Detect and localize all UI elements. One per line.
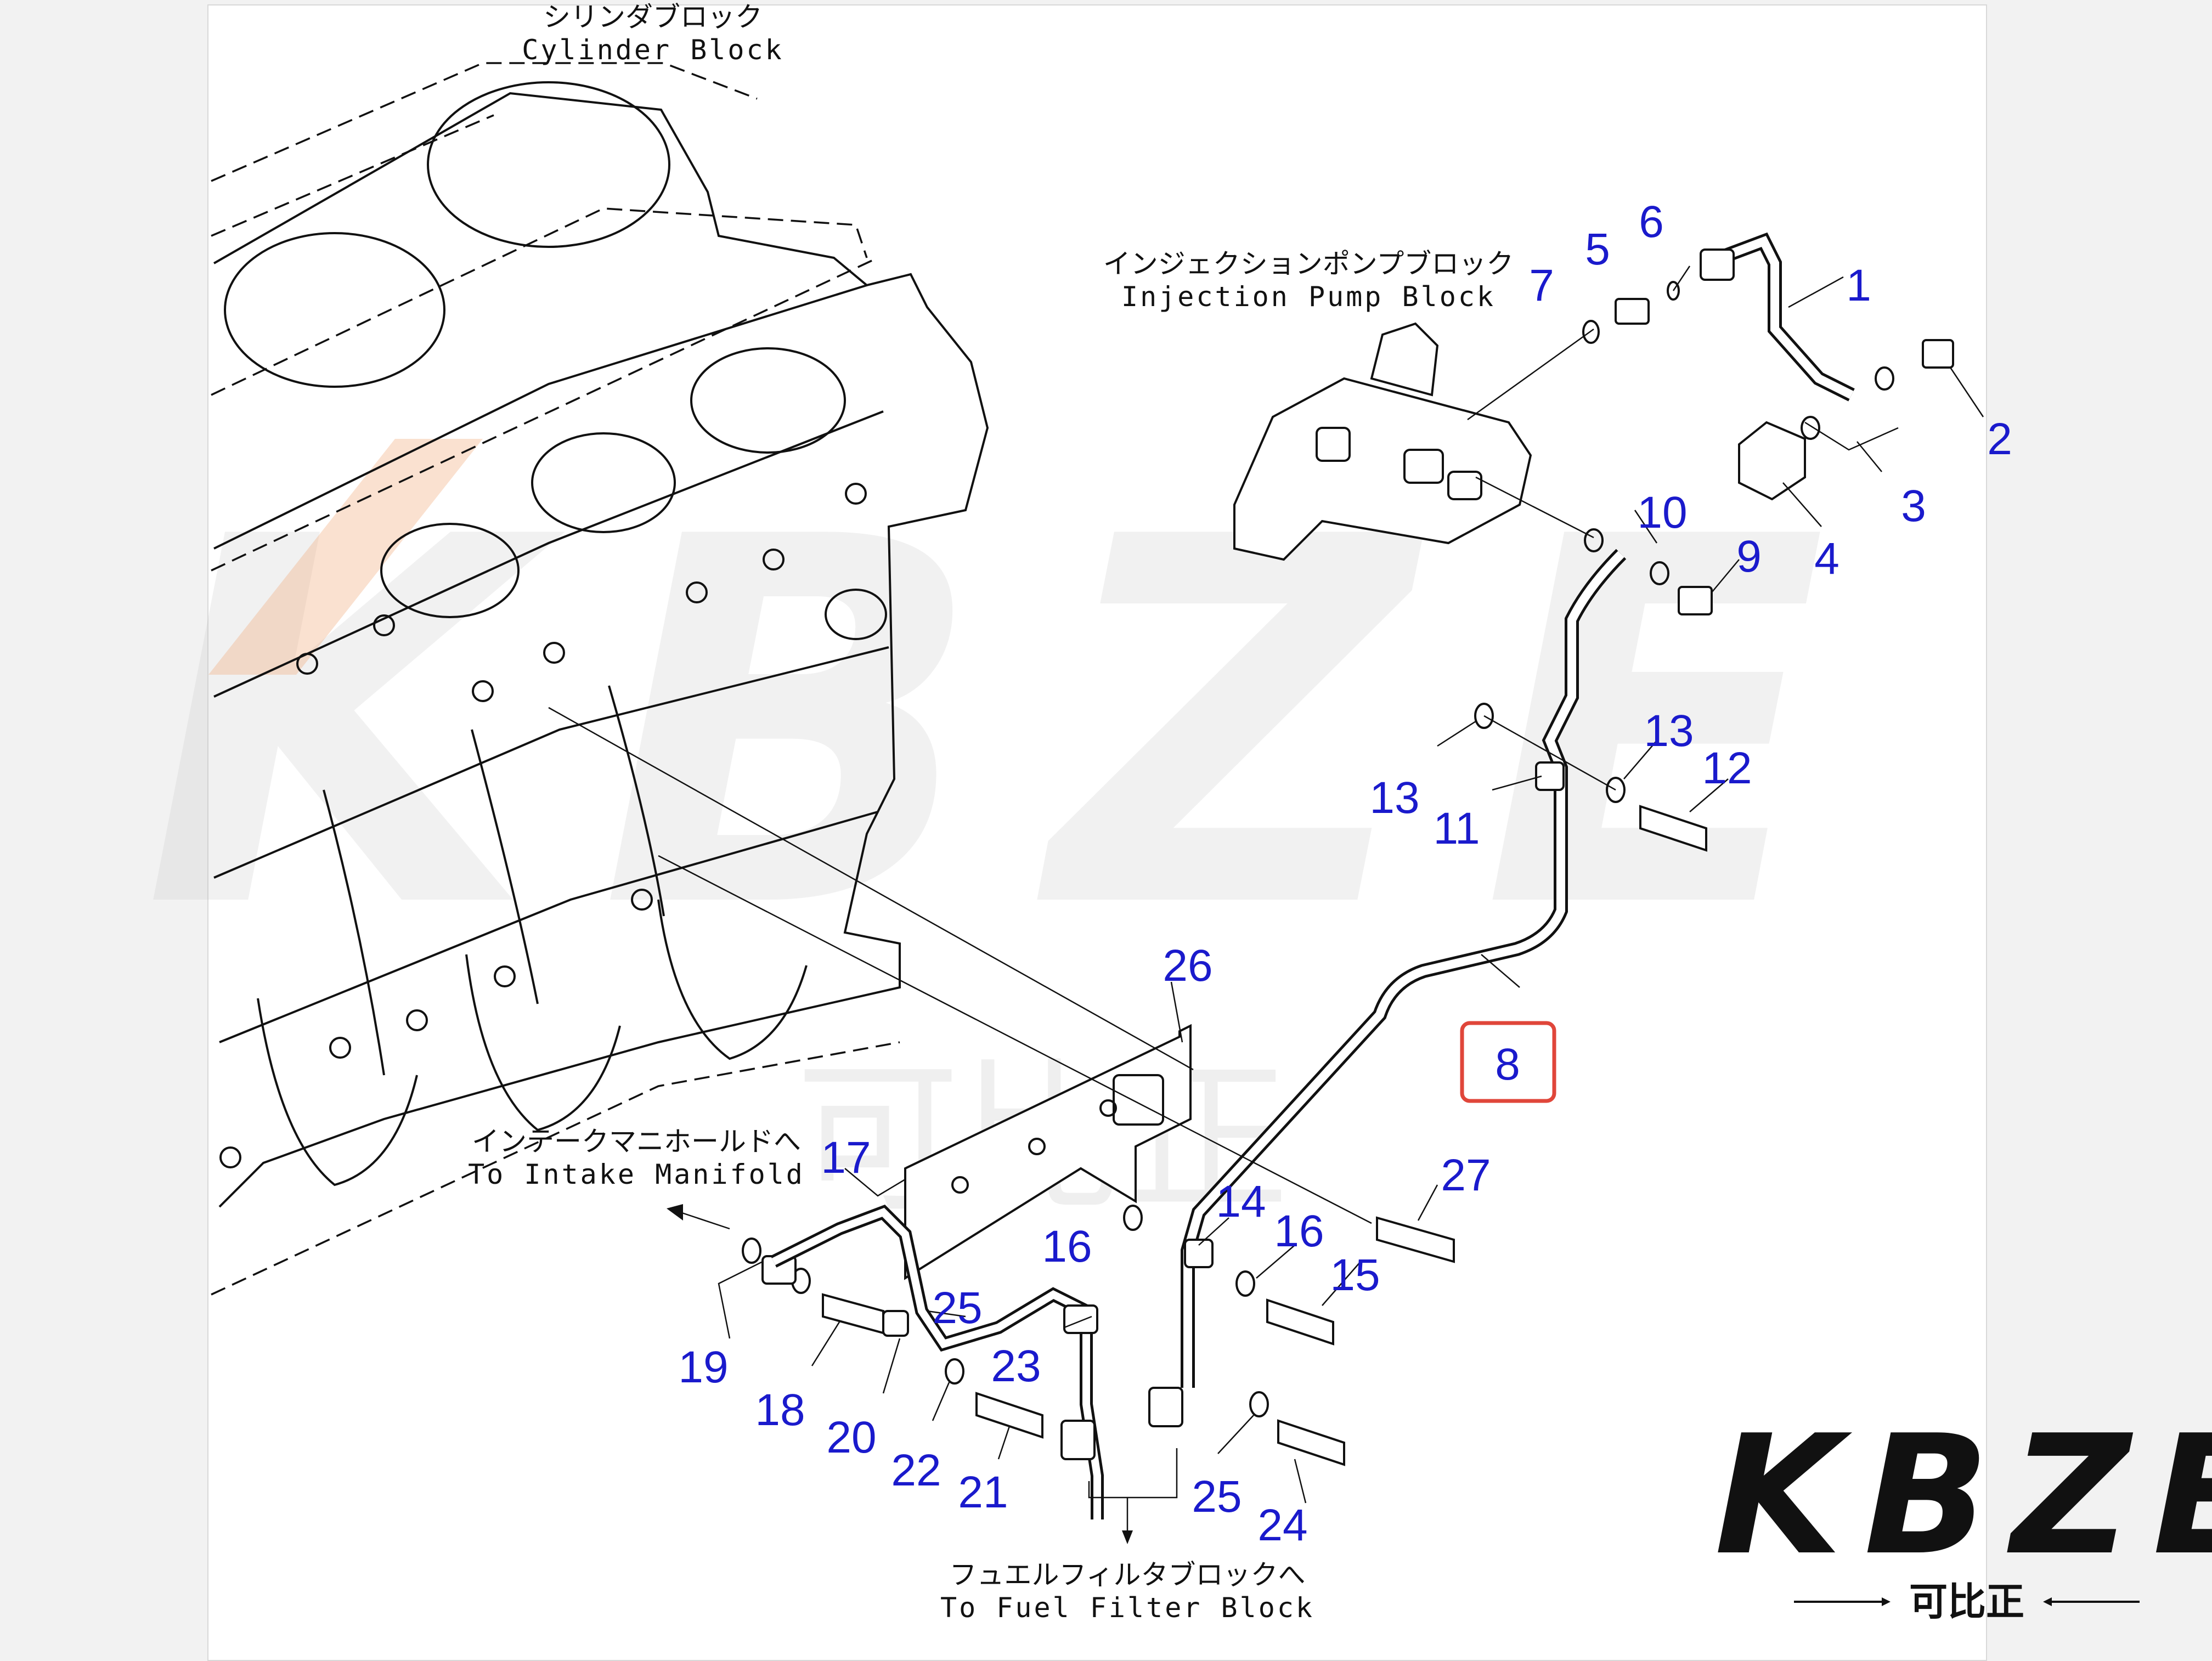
callout-2: 2 bbox=[1987, 414, 2012, 464]
logo-subtext: 可比正 bbox=[1909, 1579, 2024, 1624]
callout-18: 18 bbox=[755, 1385, 805, 1435]
highlight-box-part-8 bbox=[1460, 1021, 1556, 1103]
cylinder-block-drawing bbox=[211, 62, 989, 1296]
bolt-27 bbox=[1376, 1216, 1455, 1263]
callout-20: 20 bbox=[826, 1413, 876, 1462]
leader-lines bbox=[548, 265, 1984, 1544]
gasket-19a bbox=[742, 1238, 761, 1264]
callout-4: 4 bbox=[1814, 534, 1839, 584]
cylinder-block-label-jp: シリンダブロック bbox=[543, 1, 763, 33]
washer-25b bbox=[1249, 1391, 1269, 1417]
callout-24: 24 bbox=[1257, 1500, 1307, 1550]
fuel-filter-label-en: To Fuel Filter Block bbox=[940, 1592, 1314, 1624]
oring-7 bbox=[1582, 320, 1600, 344]
washer-16a bbox=[1235, 1270, 1255, 1297]
callout-25-right: 25 bbox=[1192, 1472, 1242, 1522]
callout-27: 27 bbox=[1441, 1150, 1491, 1200]
injection-pump-drawing bbox=[1233, 322, 1532, 561]
callout-25-left: 25 bbox=[932, 1283, 982, 1333]
bolt-18 bbox=[822, 1293, 884, 1335]
callout-7: 7 bbox=[1529, 261, 1554, 310]
block-bolt-holes bbox=[219, 483, 867, 1168]
callout-numbers: 1 2 3 4 5 6 7 8 9 10 11 12 13 13 14 15 1… bbox=[678, 197, 2012, 1550]
logo-text: KBZE bbox=[1714, 1400, 2212, 1591]
callout-12: 12 bbox=[1702, 743, 1752, 793]
callout-5: 5 bbox=[1585, 224, 1610, 274]
callout-11: 11 bbox=[1433, 804, 1480, 854]
clamp-14 bbox=[1184, 1239, 1214, 1268]
callout-19: 19 bbox=[678, 1342, 728, 1392]
gasket-3a bbox=[1875, 366, 1894, 391]
brand-logo: KBZE 可比正 bbox=[1714, 1400, 2212, 1624]
gasket-10a bbox=[1584, 528, 1604, 552]
washer-13a bbox=[1474, 703, 1494, 729]
joint-block-4 bbox=[1738, 421, 1806, 501]
callout-22: 22 bbox=[891, 1445, 941, 1495]
intake-manifold-label-jp: インテークマニホールドへ bbox=[472, 1126, 801, 1157]
callout-13-right: 13 bbox=[1644, 706, 1694, 756]
bolt-2 bbox=[1922, 339, 1954, 369]
bolt-21 bbox=[975, 1392, 1043, 1439]
lower-pipes bbox=[770, 1205, 1183, 1519]
cylinder-block-label-en: Cylinder Block bbox=[522, 34, 783, 66]
callout-26: 26 bbox=[1163, 941, 1212, 991]
callout-3: 3 bbox=[1901, 481, 1926, 531]
drawing-labels: シリンダブロック Cylinder Block インジェクションポンプブロック … bbox=[468, 1, 1514, 1624]
intake-manifold-label-en: To Intake Manifold bbox=[468, 1159, 805, 1190]
bolt-12 bbox=[1639, 805, 1707, 852]
injection-pump-label-en: Injection Pump Block bbox=[1121, 281, 1496, 313]
callout-21: 21 bbox=[958, 1467, 1008, 1517]
bolt-24 bbox=[1277, 1419, 1345, 1466]
gasket-10b bbox=[1650, 561, 1669, 585]
washer-13b bbox=[1606, 777, 1626, 803]
fuel-pipe-8 bbox=[1181, 549, 1627, 1388]
logo-arrow-right bbox=[2043, 1597, 2052, 1606]
bolt-9 bbox=[1678, 586, 1713, 615]
clamp-11 bbox=[1535, 761, 1565, 791]
callout-23: 23 bbox=[991, 1341, 1041, 1391]
washer-22 bbox=[945, 1358, 964, 1385]
pipe-1 bbox=[1700, 232, 1855, 402]
logo-arrow-left bbox=[1882, 1597, 1891, 1606]
injection-pump-label-jp: インジェクションポンプブロック bbox=[1103, 248, 1514, 280]
bracket-26 bbox=[904, 1024, 1192, 1280]
washer-16b bbox=[1123, 1205, 1143, 1231]
gasket-3b bbox=[1801, 416, 1820, 440]
hardware-parts bbox=[742, 281, 1954, 1466]
callout-14: 14 bbox=[1216, 1177, 1266, 1227]
callout-15: 15 bbox=[1330, 1250, 1380, 1300]
oring-6 bbox=[1667, 281, 1680, 301]
callout-9: 9 bbox=[1736, 532, 1762, 581]
callout-16-right: 16 bbox=[1274, 1206, 1324, 1256]
connector-5 bbox=[1615, 298, 1650, 325]
callout-8: 8 bbox=[1495, 1039, 1520, 1089]
watermark-accent bbox=[208, 439, 483, 675]
callout-17: 17 bbox=[821, 1133, 871, 1183]
callout-1: 1 bbox=[1846, 261, 1871, 310]
bolt-15 bbox=[1266, 1298, 1334, 1346]
callout-10: 10 bbox=[1637, 488, 1687, 538]
callout-6: 6 bbox=[1639, 197, 1664, 247]
watermark-text: KBZE bbox=[143, 431, 1893, 1019]
callout-16-left: 16 bbox=[1042, 1222, 1092, 1272]
callout-13-left: 13 bbox=[1369, 773, 1419, 823]
fuel-filter-label-jp: フュエルフィルタブロックへ bbox=[950, 1559, 1306, 1591]
